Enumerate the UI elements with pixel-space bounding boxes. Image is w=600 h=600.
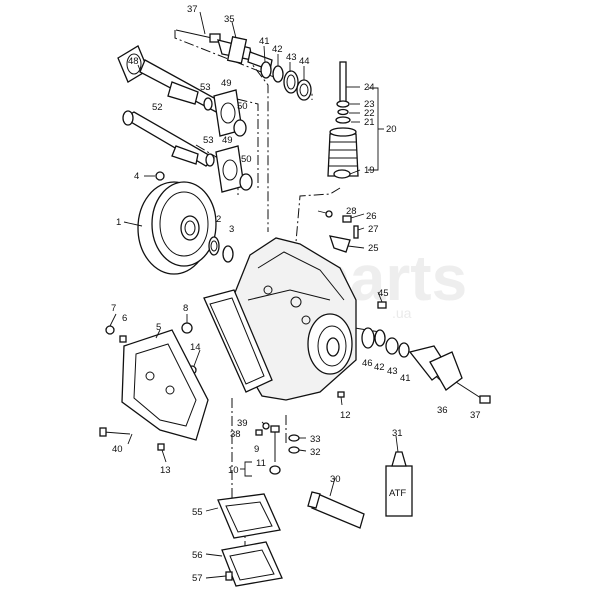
callout-44: 44 [299, 56, 310, 67]
callout-27: 27 [368, 224, 379, 235]
callout-50-top: 50 [237, 101, 248, 112]
callout-5: 5 [156, 322, 161, 333]
callout-33: 33 [310, 434, 321, 445]
callout-52: 52 [152, 102, 163, 113]
callout-49-lower: 49 [222, 135, 233, 146]
callout-41-right: 41 [400, 373, 411, 384]
callout-6: 6 [122, 313, 127, 324]
cooler-assembly-20 [327, 61, 359, 179]
watermark-sub-text: .ua [392, 305, 412, 321]
callout-2: 2 [216, 214, 221, 225]
callout-23: 23 [364, 99, 375, 110]
callout-30: 30 [330, 474, 341, 485]
callout-labels: 37 35 41 42 43 44 48 24 53 49 50 23 22 2… [111, 4, 481, 584]
callout-37-top: 37 [187, 4, 198, 15]
callout-41-top: 41 [259, 36, 270, 47]
callout-20: 20 [386, 124, 397, 135]
callout-46: 46 [362, 358, 373, 369]
callout-37-right: 37 [470, 410, 481, 421]
callout-3: 3 [229, 224, 234, 235]
bottle-label: ATF [389, 488, 406, 499]
oil-pan-frame-14 [203, 289, 273, 393]
callout-48: 48 [128, 56, 139, 67]
callout-22: 22 [364, 108, 375, 119]
callout-43-right: 43 [387, 366, 398, 377]
small-parts-9-39 [255, 422, 300, 475]
right-side-parts [361, 301, 491, 404]
seals-2-3 [208, 236, 234, 263]
torque-converter-1 [137, 181, 217, 275]
callout-53-lower: 53 [203, 135, 214, 146]
callout-12: 12 [340, 410, 351, 421]
callout-35: 35 [224, 14, 235, 25]
callout-21: 21 [364, 117, 375, 128]
bolt-4 [155, 171, 165, 181]
callout-4: 4 [134, 171, 139, 182]
bolt-37-top [175, 29, 221, 43]
callout-32: 32 [310, 447, 321, 458]
gasket-55 [217, 493, 281, 539]
atf-bottle-31: ATF [385, 451, 413, 517]
callout-39: 39 [237, 418, 248, 429]
callout-19: 19 [364, 165, 375, 176]
leader-lines [109, 11, 399, 579]
callout-28: 28 [346, 206, 357, 217]
flange-shaft-35 [217, 36, 273, 71]
callout-25: 25 [368, 243, 379, 254]
callout-10: 10 [228, 465, 239, 476]
callout-57: 57 [192, 573, 203, 584]
callout-38: 38 [230, 429, 241, 440]
callout-43-top: 43 [286, 52, 297, 63]
callout-7: 7 [111, 303, 116, 314]
callout-1: 1 [116, 217, 121, 228]
callout-50-lower: 50 [241, 154, 252, 165]
valve-body-5 [121, 329, 209, 441]
callout-13: 13 [160, 465, 171, 476]
callout-56: 56 [192, 550, 203, 561]
callout-14: 14 [190, 342, 201, 353]
grease-tube-30 [307, 491, 365, 529]
flange-set-top [203, 89, 247, 137]
callout-45: 45 [378, 288, 389, 299]
callout-24: 24 [364, 82, 375, 93]
small-parts-25-28 [325, 210, 359, 253]
callout-40: 40 [112, 444, 123, 455]
callout-49-top: 49 [221, 78, 232, 89]
bolts-13-40 [99, 427, 165, 451]
callout-36: 36 [437, 405, 448, 416]
bracket-lines [240, 87, 384, 477]
callout-42-top: 42 [272, 44, 283, 55]
drive-shaft-48 [117, 45, 226, 115]
callout-42-right: 42 [374, 362, 385, 373]
callout-55: 55 [192, 507, 203, 518]
flange-set-lower [205, 145, 253, 193]
bolt-57 [225, 571, 233, 581]
callout-31: 31 [392, 428, 403, 439]
callout-11: 11 [256, 458, 266, 469]
callout-26: 26 [366, 211, 377, 222]
bolt-12 [337, 391, 345, 398]
callout-53-top: 53 [200, 82, 211, 93]
callout-9: 9 [254, 444, 259, 455]
drive-shaft-52 [122, 110, 216, 167]
seal-rings-top [260, 61, 312, 101]
callout-8: 8 [183, 303, 188, 314]
